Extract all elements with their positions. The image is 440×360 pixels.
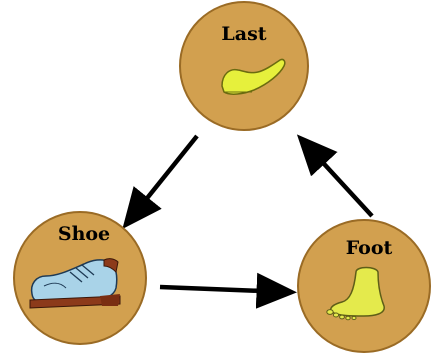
node-last: Last xyxy=(180,2,308,130)
last-label: Last xyxy=(221,23,266,45)
node-foot: Foot xyxy=(298,220,430,352)
node-shoe: Shoe xyxy=(14,212,146,344)
shoe-label: Shoe xyxy=(58,223,110,245)
arrow-last-to-shoe xyxy=(128,136,197,222)
last-circle xyxy=(180,2,308,130)
arrow-shoe-to-foot xyxy=(160,287,288,292)
foot-label: Foot xyxy=(346,237,393,259)
arrow-foot-to-last xyxy=(303,141,372,216)
